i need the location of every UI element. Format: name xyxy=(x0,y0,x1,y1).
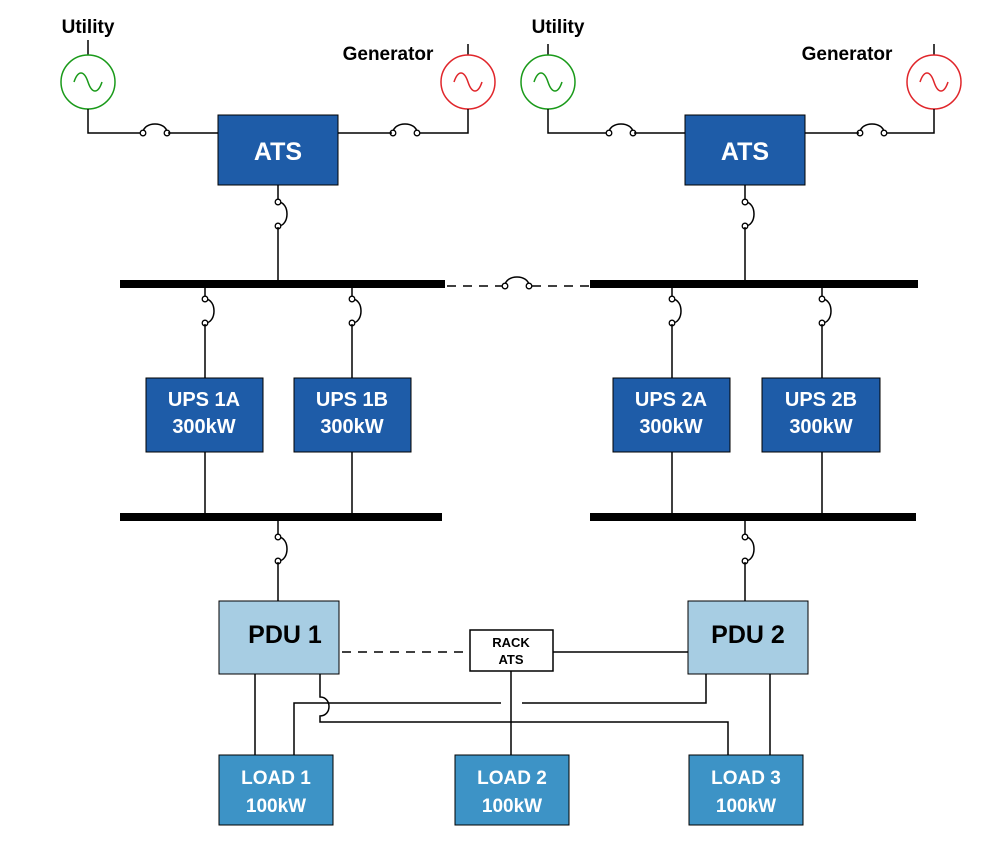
pdu-1-box: PDU 1 xyxy=(218,600,340,675)
ats-output-breaker-2 xyxy=(741,198,755,230)
ups-1a-box: UPS 1A 300kW xyxy=(145,377,264,453)
utility-feeder-1 xyxy=(87,109,142,134)
pdu-1-to-load-3 xyxy=(319,674,729,755)
ups-2b-name: UPS 2B xyxy=(785,389,857,411)
ats-label-2: ATS xyxy=(721,138,769,166)
utility-label-2: Utility xyxy=(532,17,585,38)
pdu-2-box: PDU 2 xyxy=(687,600,809,675)
ups-2a-box: UPS 2A 300kW xyxy=(612,377,731,453)
generator-source-icon-2 xyxy=(906,44,962,110)
generator-feeder-1 xyxy=(418,109,469,134)
bus-tie-breaker xyxy=(501,276,533,290)
utility-breaker-1 xyxy=(139,123,171,137)
ats-label-1: ATS xyxy=(254,138,302,166)
load-3-rating: 100kW xyxy=(716,796,776,817)
load-2-name: LOAD 2 xyxy=(477,768,547,789)
rack-ats-box: RACK ATS xyxy=(469,629,554,672)
utility-breaker-2 xyxy=(605,123,637,137)
ups-1b-name: UPS 1B xyxy=(316,389,388,411)
ups-1b-breaker xyxy=(348,295,362,327)
utility-feeder-2 xyxy=(547,109,608,134)
utility-source-icon-2 xyxy=(520,44,576,110)
ups-1b-rating: 300kW xyxy=(320,416,383,438)
ups-1a-rating: 300kW xyxy=(172,416,235,438)
load-1-rating: 100kW xyxy=(246,796,306,817)
pdu-2-to-load-1 xyxy=(522,674,707,704)
generator-breaker-1 xyxy=(389,123,421,137)
pdu-2-breaker xyxy=(741,533,755,565)
rack-ats-line2: ATS xyxy=(498,652,523,667)
generator-breaker-2 xyxy=(856,123,888,137)
ups-2a-name: UPS 2A xyxy=(635,389,707,411)
pdu-1-label: PDU 1 xyxy=(248,621,322,649)
ups-2a-rating: 300kW xyxy=(639,416,702,438)
load-2-rating: 100kW xyxy=(482,796,542,817)
ats-box-2: ATS xyxy=(684,114,806,186)
generator-label-1: Generator xyxy=(343,44,434,65)
ups-2b-rating: 300kW xyxy=(789,416,852,438)
ups-1a-name: UPS 1A xyxy=(168,389,240,411)
ats-box-1: ATS xyxy=(217,114,339,186)
ups-2a-breaker xyxy=(668,295,682,327)
pdu-2-label: PDU 2 xyxy=(711,621,785,649)
ups-1b-box: UPS 1B 300kW xyxy=(293,377,412,453)
ups-2b-breaker xyxy=(818,295,832,327)
ups-1a-breaker xyxy=(201,295,215,327)
generator-label-2: Generator xyxy=(802,44,893,65)
load-2-box: LOAD 2 100kW xyxy=(454,754,570,826)
ups-2b-box: UPS 2B 300kW xyxy=(761,377,881,453)
pdu-1-breaker xyxy=(274,533,288,565)
generator-source-icon-1 xyxy=(440,44,496,110)
load-1-name: LOAD 1 xyxy=(241,768,311,789)
load-3-name: LOAD 3 xyxy=(711,768,781,789)
utility-source-icon-1 xyxy=(60,40,116,110)
load-3-box: LOAD 3 100kW xyxy=(688,754,804,826)
rack-ats-line1: RACK xyxy=(492,635,530,650)
load-1-box: LOAD 1 100kW xyxy=(218,754,334,826)
generator-feeder-2 xyxy=(885,109,935,134)
ats-output-breaker-1 xyxy=(274,198,288,230)
utility-label-1: Utility xyxy=(62,17,115,38)
